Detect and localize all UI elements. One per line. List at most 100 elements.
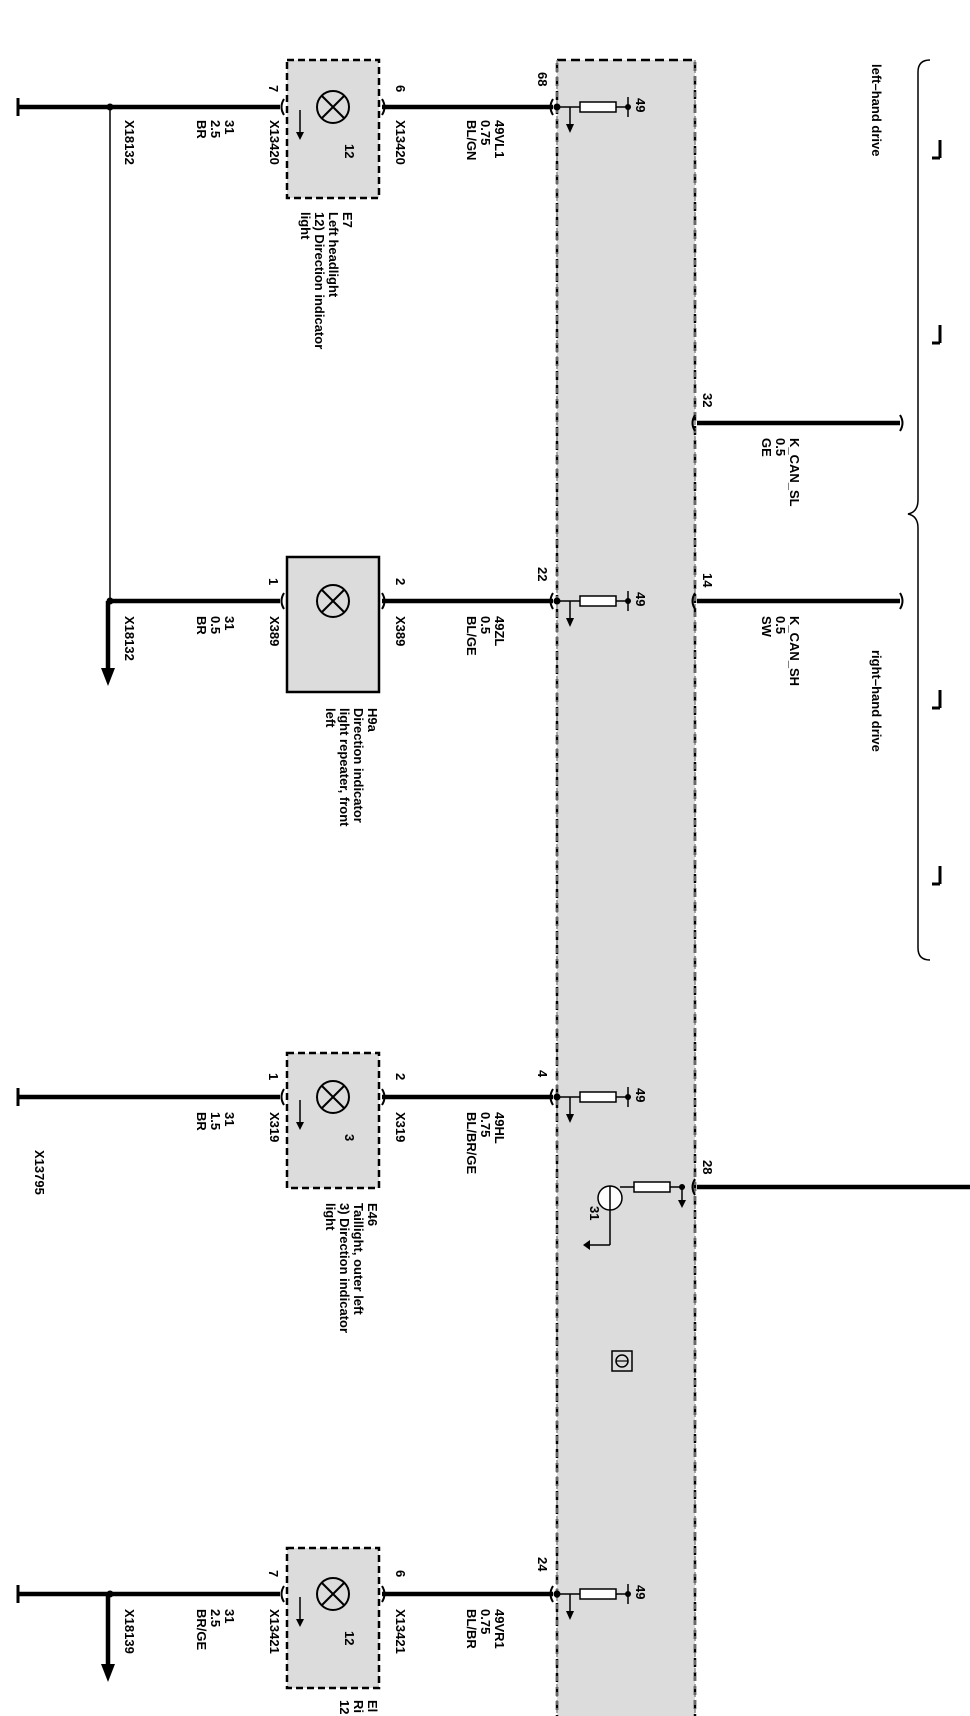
can-sl-line xyxy=(691,414,904,432)
w3-ground-name: 31 xyxy=(222,1112,237,1126)
lamp-icon xyxy=(316,1080,350,1114)
w1-supply-size: 0.75 xyxy=(478,120,493,145)
e46-desc-3: light xyxy=(323,1203,338,1231)
e-bottom-id: El xyxy=(365,1700,380,1712)
w3-ground-color: BR xyxy=(194,1112,209,1131)
e-bottom-connector-out: X13421 xyxy=(267,1609,282,1654)
e-bottom-inner-number: 12 xyxy=(342,1631,357,1645)
fuse-49-label-3: 49 xyxy=(633,1088,648,1102)
pin-14-label: 14 xyxy=(700,573,715,588)
w3-supply-color: BL/BR/GE xyxy=(464,1112,479,1174)
w1-ground-color: BR xyxy=(194,120,209,139)
e-bottom-desc-2: 12 xyxy=(337,1700,352,1714)
w4-ground-size: 2.5 xyxy=(208,1609,223,1627)
circuit-e7 xyxy=(16,58,631,601)
w4-supply-size: 0.75 xyxy=(478,1609,493,1634)
left-hand-drive-label: left–hand drive xyxy=(869,64,884,156)
w2-ground-size: 0.5 xyxy=(208,616,223,634)
pin-tick-marks xyxy=(932,140,942,886)
pin-28-label: 28 xyxy=(700,1160,715,1174)
module-fuse-22 xyxy=(549,591,631,627)
variant-brace xyxy=(907,59,942,961)
e-bottom-connector-in: X13421 xyxy=(393,1609,408,1654)
ground-point-g4: X18139 xyxy=(122,1609,137,1654)
w2-supply-color: BL/GE xyxy=(464,616,479,656)
k-can-sh-color: SW xyxy=(759,616,774,638)
w4-supply-color: BL/BR xyxy=(464,1609,479,1649)
e46-pin-out: 1 xyxy=(266,1073,281,1080)
e46-id: E46 xyxy=(365,1203,380,1226)
e7-pin-in: 6 xyxy=(393,85,408,92)
right-hand-drive-label: right–hand drive xyxy=(869,650,884,752)
fuse-49-label-2: 49 xyxy=(633,592,648,606)
fuse-49-label-4: 49 xyxy=(633,1585,648,1599)
w3-supply-size: 0.75 xyxy=(478,1112,493,1137)
h9a-desc-1: Direction indicator xyxy=(351,708,366,823)
w2-ground-name: 31 xyxy=(222,616,237,630)
e46-desc-1: Taillight, outer left xyxy=(351,1203,366,1315)
module-fuse-68 xyxy=(549,97,631,133)
h9a-pin-in: 2 xyxy=(393,578,408,585)
e7-desc-2: 12) Direction indicator xyxy=(312,212,327,349)
h9a-pin-out: 1 xyxy=(266,578,281,585)
h9a-connector-out: X389 xyxy=(267,616,282,646)
w2-ground-color: BR xyxy=(194,616,209,635)
k-can-sh-size: 0.5 xyxy=(773,616,788,634)
transistor-driver xyxy=(583,1181,686,1250)
circuit-e-bottom xyxy=(16,1546,631,1690)
lamp-icon xyxy=(316,584,350,618)
w4-ground-color: BR/GE xyxy=(194,1609,209,1651)
ground-point-g3: X13795 xyxy=(32,1150,47,1195)
e7-connector-out: X13420 xyxy=(267,120,282,165)
e46-pin-in: 2 xyxy=(393,1073,408,1080)
e46-connector-in: X319 xyxy=(393,1112,408,1142)
pin-32-label: 32 xyxy=(700,393,715,407)
ground-point-g1: X18132 xyxy=(122,120,137,165)
k-can-sl-size: 0.5 xyxy=(773,438,788,456)
w4-ground-name: 31 xyxy=(222,1609,237,1623)
e7-connector-in: X13420 xyxy=(393,120,408,165)
w1-supply-name: 49VL1 xyxy=(492,120,507,158)
h9a-desc-2: light repeater, front xyxy=(337,708,352,827)
circuit-e46 xyxy=(16,1051,631,1190)
e7-inner-number: 12 xyxy=(342,144,357,158)
w2-supply-size: 0.5 xyxy=(478,616,493,634)
circuit-h9a xyxy=(101,555,631,694)
e-bottom-desc-1: Ri xyxy=(351,1700,366,1713)
k-can-sl-color: GE xyxy=(759,438,774,457)
w3-supply-name: 49HL xyxy=(492,1112,507,1144)
lamp-icon xyxy=(316,1577,350,1611)
e7-desc-3: light xyxy=(298,212,313,240)
k-can-sl-name: K_CAN_SL xyxy=(787,438,802,507)
e-bottom-pin-in: 6 xyxy=(393,1570,408,1577)
pin-22-label: 22 xyxy=(535,567,550,581)
w1-supply-color: BL/GN xyxy=(464,120,479,160)
e46-desc-2: 3) Direction indicator xyxy=(337,1203,352,1333)
w1-ground-name: 31 xyxy=(222,120,237,134)
k-can-sh-name: K_CAN_SH xyxy=(787,616,802,686)
w4-supply-name: 49VR1 xyxy=(492,1609,507,1649)
h9a-connector-in: X389 xyxy=(393,616,408,646)
e-bottom-pin-out: 7 xyxy=(266,1570,281,1577)
module-fuse-24 xyxy=(549,1584,631,1620)
h9a-desc-3: left xyxy=(323,708,338,728)
e7-pin-out: 7 xyxy=(266,85,281,92)
module-fuse-4 xyxy=(549,1087,631,1123)
can-sh-line xyxy=(691,592,904,610)
e7-desc-1: Left headlight xyxy=(326,212,341,298)
w3-ground-size: 1.5 xyxy=(208,1112,223,1130)
ground-31-transistor-label: 31 xyxy=(587,1206,602,1220)
e46-inner-number: 3 xyxy=(342,1134,357,1141)
lamp-icon xyxy=(316,90,350,124)
control-module xyxy=(555,58,697,1716)
pin-24-label: 24 xyxy=(535,1557,550,1572)
pin-28-output-line xyxy=(691,1178,970,1196)
w2-supply-name: 49ZL xyxy=(492,616,507,646)
module-symbol-icon xyxy=(611,1350,633,1372)
e46-connector-out: X319 xyxy=(267,1112,282,1142)
pin-4-label: 4 xyxy=(535,1070,550,1078)
fuse-49-label-1: 49 xyxy=(633,98,648,112)
ground-point-g2: X18132 xyxy=(122,616,137,661)
e7-id: E7 xyxy=(340,212,355,228)
